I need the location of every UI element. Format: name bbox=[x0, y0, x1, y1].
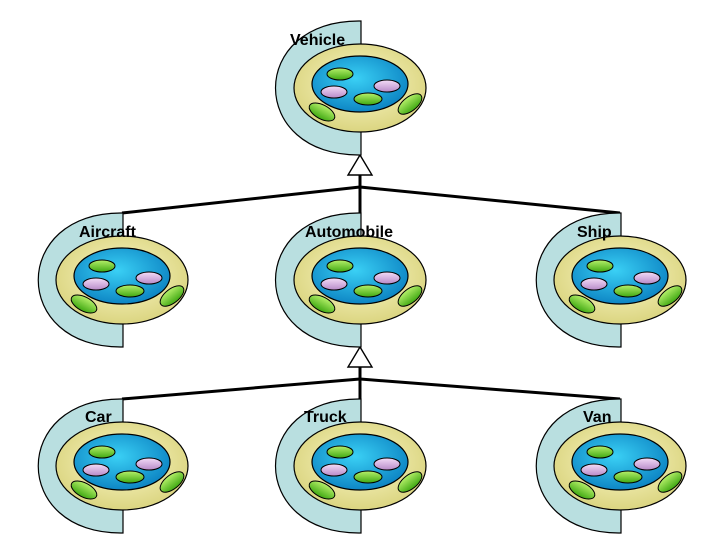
connector-to-van bbox=[359, 377, 621, 401]
node-method-right bbox=[657, 471, 683, 493]
class-label-truck: Truck bbox=[304, 409, 347, 426]
node-method-right bbox=[159, 285, 185, 307]
class-label-car: Car bbox=[85, 409, 112, 426]
node-attribute-pink bbox=[580, 277, 608, 291]
node-attribute-green bbox=[88, 259, 116, 273]
node-attribute-green bbox=[586, 259, 614, 273]
node-attribute-green bbox=[353, 470, 383, 484]
node-attribute-pink bbox=[633, 457, 661, 471]
class-node-truck: Truck bbox=[274, 398, 427, 534]
node-attribute-green bbox=[115, 284, 145, 298]
node-attribute-green bbox=[326, 445, 354, 459]
node-attribute-pink bbox=[320, 277, 348, 291]
class-label-aircraft: Aircraft bbox=[79, 224, 137, 241]
node-attribute-pink bbox=[373, 271, 401, 285]
node-method-left bbox=[308, 102, 336, 122]
node-method-left bbox=[308, 480, 336, 500]
class-node-ship: Ship bbox=[535, 212, 687, 348]
node-method-left bbox=[568, 480, 596, 500]
node-attribute-pink bbox=[580, 463, 608, 477]
connector-to-aircraft bbox=[121, 185, 361, 215]
class-node-van: Van bbox=[535, 398, 687, 534]
inheritance-vehicle bbox=[121, 153, 621, 215]
class-node-automobile: Automobile bbox=[274, 212, 427, 348]
class-label-van: Van bbox=[583, 409, 611, 426]
node-method-right bbox=[397, 471, 423, 493]
node-attribute-green bbox=[613, 284, 643, 298]
node-method-left bbox=[308, 294, 336, 314]
connector-to-car bbox=[121, 377, 361, 401]
node-attribute-green bbox=[586, 445, 614, 459]
node-method-right bbox=[397, 285, 423, 307]
node-method-right bbox=[657, 285, 683, 307]
node-attribute-pink bbox=[135, 457, 163, 471]
node-attribute-green bbox=[353, 284, 383, 298]
class-label-ship: Ship bbox=[577, 224, 612, 241]
class-node-aircraft: Aircraft bbox=[37, 212, 189, 348]
node-attribute-pink bbox=[82, 277, 110, 291]
node-attribute-pink bbox=[82, 463, 110, 477]
node-attribute-pink bbox=[320, 463, 348, 477]
node-attribute-green bbox=[613, 470, 643, 484]
class-label-automobile: Automobile bbox=[305, 224, 393, 241]
class-node-vehicle: Vehicle bbox=[274, 20, 427, 156]
inheritance-automobile bbox=[121, 345, 621, 401]
node-method-left bbox=[568, 294, 596, 314]
node-attribute-green bbox=[88, 445, 116, 459]
node-attribute-green bbox=[115, 470, 145, 484]
node-attribute-pink bbox=[373, 457, 401, 471]
node-method-left bbox=[70, 480, 98, 500]
node-method-left bbox=[70, 294, 98, 314]
connector-to-ship bbox=[359, 185, 621, 215]
class-label-vehicle: Vehicle bbox=[290, 32, 345, 49]
class-node-car: Car bbox=[37, 398, 189, 534]
node-attribute-pink bbox=[633, 271, 661, 285]
generalization-arrow bbox=[346, 153, 374, 176]
node-attribute-green bbox=[326, 67, 354, 81]
generalization-arrow bbox=[346, 345, 374, 368]
node-method-right bbox=[397, 93, 423, 115]
node-attribute-green bbox=[326, 259, 354, 273]
node-attribute-pink bbox=[373, 79, 401, 93]
node-attribute-pink bbox=[135, 271, 163, 285]
node-method-right bbox=[159, 471, 185, 493]
node-attribute-green bbox=[353, 92, 383, 106]
node-attribute-pink bbox=[320, 85, 348, 99]
inheritance-connectors bbox=[121, 153, 621, 401]
